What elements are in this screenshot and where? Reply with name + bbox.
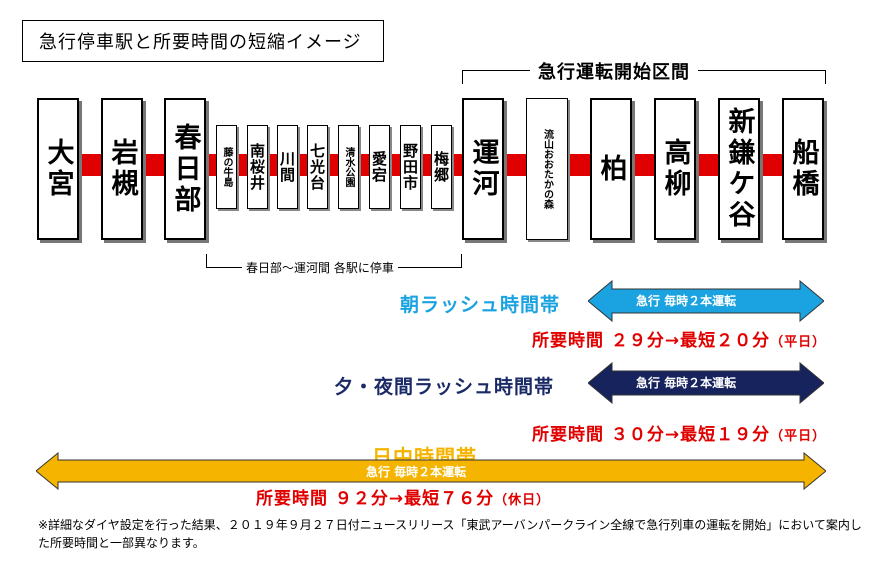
station-14: 柏 <box>590 98 632 240</box>
express-section-label: 急行運転開始区間 <box>530 58 698 84</box>
daytime-arrow-shape <box>36 452 826 490</box>
station-6: 川間 <box>277 125 298 209</box>
diagram-title: 急行停車駅と所要時間の短縮イメージ <box>22 20 384 62</box>
station-11: 梅郷 <box>431 125 452 209</box>
daytime-arrow <box>36 452 826 490</box>
morning-arrow-shape <box>588 280 824 322</box>
station-15: 高柳 <box>654 98 696 240</box>
evening-time-text: 所要時間 ３０分→最短１９分 <box>532 425 771 445</box>
morning-arrow <box>588 280 824 322</box>
station-4: 藤の牛島 <box>216 125 237 209</box>
evening-arrow-shape <box>588 362 824 404</box>
station-3: 春日部 <box>164 98 206 240</box>
station-7: 七光台 <box>307 125 328 209</box>
footnote: ※詳細なダイヤ設定を行った結果、２０１９年９月２７日付ニュースリリース「東武アー… <box>38 518 862 550</box>
morning-label: 朝ラッシュ時間帯 <box>400 294 561 316</box>
station-1: 大宮 <box>37 98 79 240</box>
station-12: 運河 <box>462 98 504 240</box>
morning-time: 所要時間 ２９分→最短２０分（平日） <box>532 326 826 351</box>
station-13: 流山おおたかの森 <box>526 98 568 240</box>
evening-time-suffix: （平日） <box>770 429 827 444</box>
station-10: 野田市 <box>400 125 421 209</box>
station-16: 新鎌ケ谷 <box>718 98 760 240</box>
morning-time-suffix: （平日） <box>770 335 827 350</box>
daytime-arrow-label: 急行 毎時２本運転 <box>366 465 467 479</box>
station-5: 南桜井 <box>247 125 268 209</box>
daytime-time-text: 所要時間 ９２分→最短７６分 <box>256 489 495 509</box>
evening-time: 所要時間 ３０分→最短１９分（平日） <box>532 420 826 445</box>
local-section-note: 春日部～運河間 各駅に停車 <box>242 259 398 276</box>
evening-arrow-label: 急行 毎時２本運転 <box>636 376 737 390</box>
morning-arrow-label: 急行 毎時２本運転 <box>636 294 737 308</box>
station-17: 船橋 <box>782 98 824 240</box>
morning-time-text: 所要時間 ２９分→最短２０分 <box>532 331 771 351</box>
daytime-time-suffix: （休日） <box>494 493 551 508</box>
evening-arrow <box>588 362 824 404</box>
station-9: 愛宕 <box>369 125 390 209</box>
station-2: 岩槻 <box>101 98 143 240</box>
daytime-time: 所要時間 ９２分→最短７６分（休日） <box>256 484 550 509</box>
station-8: 清水公園 <box>338 125 359 209</box>
evening-label: 夕・夜間ラッシュ時間帯 <box>334 376 555 398</box>
